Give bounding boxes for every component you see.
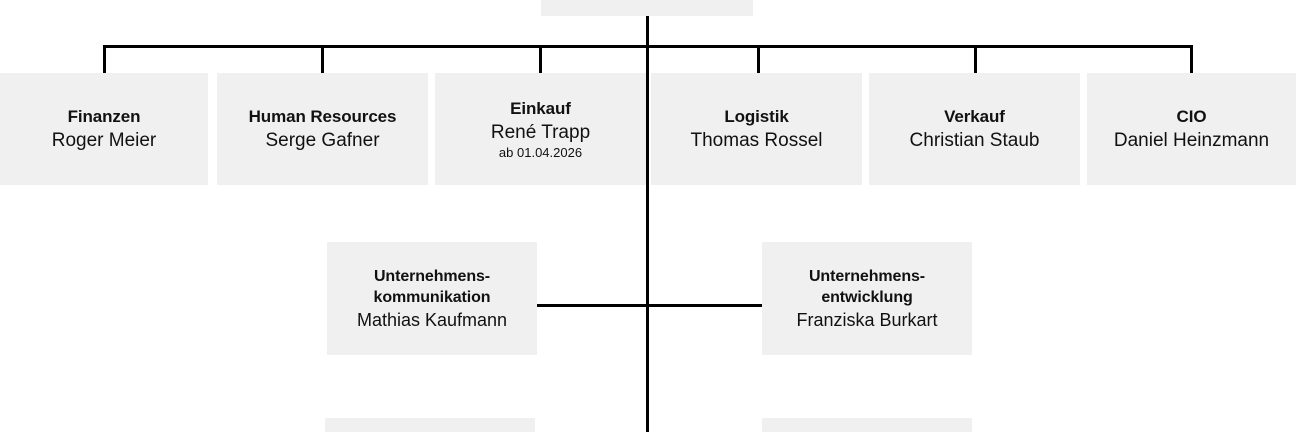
org-node-bottom-right-clipped[interactable]: [762, 418, 972, 432]
org-node-unternehmenskommunikation[interactable]: Unternehmens- kommunikation Mathias Kauf…: [327, 242, 537, 355]
org-node-person: Thomas Rossel: [690, 129, 823, 151]
org-node-person: Christian Staub: [909, 129, 1040, 151]
org-node-unternehmensentwicklung[interactable]: Unternehmens- entwicklung Franziska Burk…: [762, 242, 972, 355]
connector-central-spine: [646, 45, 649, 432]
connector-stub-einkauf: [539, 45, 542, 73]
org-node-finanzen[interactable]: Finanzen Roger Meier: [0, 73, 208, 185]
org-node-person: Franziska Burkart: [796, 309, 938, 330]
connector-stub-hr: [321, 45, 324, 73]
org-node-person: Roger Meier: [51, 129, 157, 151]
connector-stub-verkauf: [974, 45, 977, 73]
org-node-person: Daniel Heinzmann: [1113, 129, 1270, 151]
org-node-title: Verkauf: [944, 106, 1005, 126]
connector-stub-logistik: [757, 45, 760, 73]
org-node-einkauf[interactable]: Einkauf René Trapp ab 01.04.2026: [435, 73, 646, 185]
org-node-person: Mathias Kaufmann: [356, 309, 508, 330]
org-node-logistik[interactable]: Logistik Thomas Rossel: [651, 73, 862, 185]
connector-stub-finanzen: [103, 45, 106, 73]
org-node-title: Einkauf: [510, 98, 571, 118]
org-node-title: CIO: [1176, 106, 1207, 126]
org-node-title-line1: Unternehmens-: [373, 267, 491, 285]
connector-stub-cio: [1190, 45, 1193, 73]
org-node-human-resources[interactable]: Human Resources Serge Gafner: [217, 73, 428, 185]
org-node-person: René Trapp: [490, 121, 591, 143]
org-node-root-clipped[interactable]: [541, 0, 753, 16]
org-node-title: Logistik: [724, 106, 789, 126]
connector-entwicklung-link: [646, 304, 763, 307]
org-node-title-line2: entwicklung: [821, 288, 913, 306]
org-node-title: Finanzen: [67, 106, 141, 126]
org-node-verkauf[interactable]: Verkauf Christian Staub: [869, 73, 1080, 185]
org-node-person: Serge Gafner: [265, 129, 380, 151]
org-node-title-line2: kommunikation: [373, 288, 491, 306]
connector-kommunikation-link: [535, 304, 649, 307]
org-node-cio[interactable]: CIO Daniel Heinzmann: [1087, 73, 1296, 185]
org-node-note: ab 01.04.2026: [498, 144, 583, 160]
org-node-title: Human Resources: [248, 106, 397, 126]
org-node-bottom-left-clipped[interactable]: [325, 418, 535, 432]
connector-root-stem: [646, 16, 649, 46]
org-node-title-line1: Unternehmens-: [808, 267, 926, 285]
